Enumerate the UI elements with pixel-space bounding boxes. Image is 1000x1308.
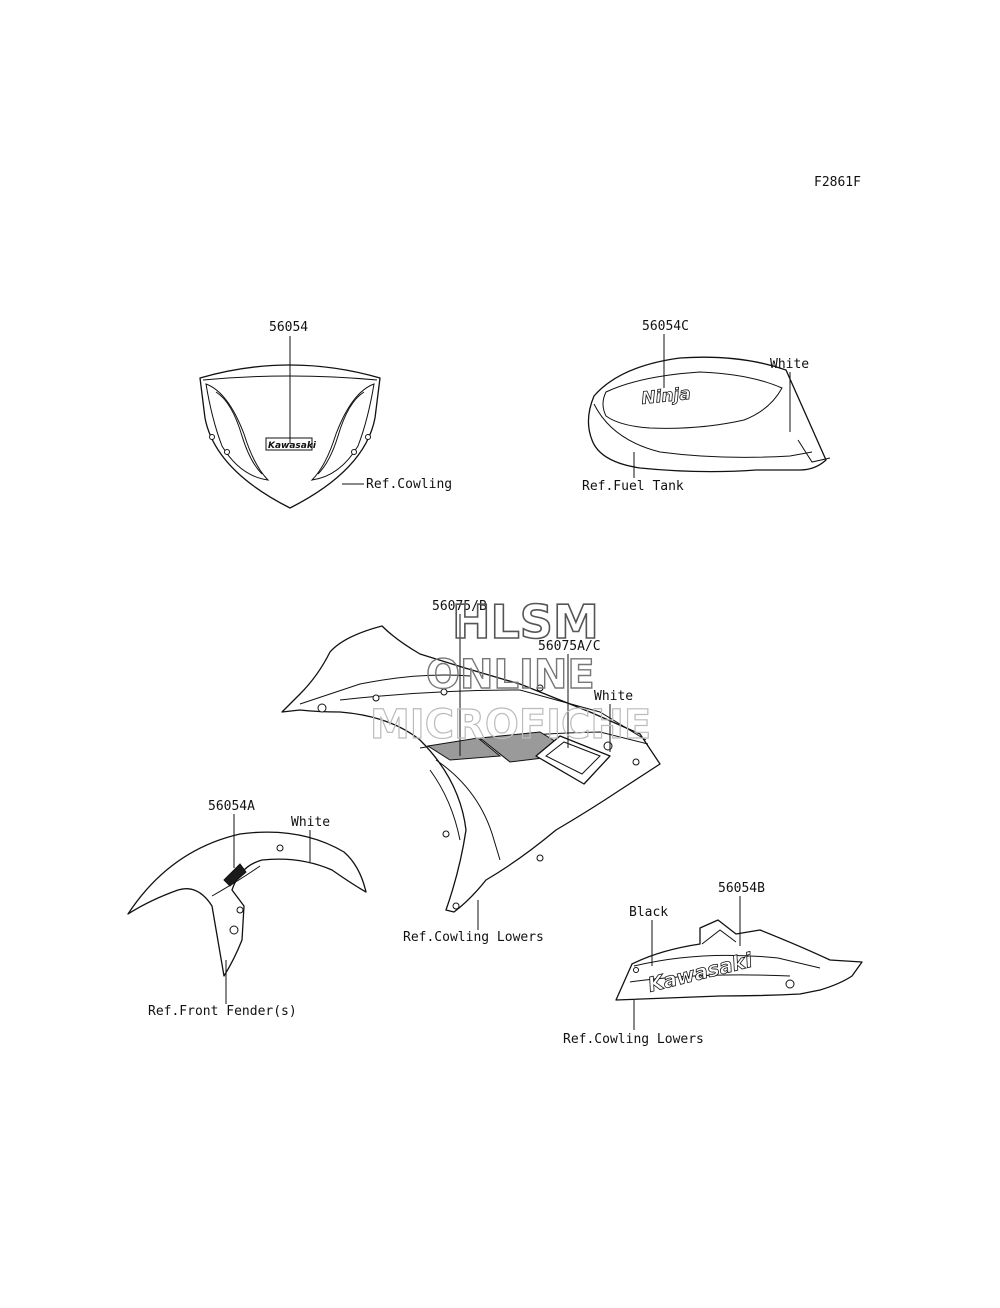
watermark-line-3: MICROFICHE xyxy=(370,702,651,748)
figure-code: F2861F xyxy=(814,175,861,190)
cowl-ref-label: Ref.Cowling Lowers xyxy=(403,930,544,945)
lower-cowling-illustration: Kawasaki xyxy=(615,919,863,1001)
tank-part-number: 56054C xyxy=(642,319,689,334)
windshield-logo-text: Kawasaki xyxy=(268,441,317,451)
cowl-part-number-ac: 56075A/C xyxy=(538,639,601,654)
cowl-color-label: White xyxy=(594,689,633,704)
fender-part-number: 56054A xyxy=(208,799,255,814)
front-fender-illustration xyxy=(127,831,367,977)
lower-color-label: Black xyxy=(629,905,668,920)
side-cowling-illustration xyxy=(281,625,661,913)
tank-color-label: White xyxy=(770,357,809,372)
watermark: HLSM ONLINE MICROFICHE xyxy=(369,594,651,748)
fender-color-label: White xyxy=(291,815,330,830)
tank-ninja-logo: Ninja xyxy=(640,384,691,409)
lower-ref-label: Ref.Cowling Lowers xyxy=(563,1032,704,1047)
lower-part-number: 56054B xyxy=(718,881,765,896)
windshield-part-number: 56054 xyxy=(269,320,308,335)
watermark-line-1: HLSM xyxy=(452,595,599,649)
cowl-part-number-b: 56075/B xyxy=(432,599,487,614)
windshield-ref-label: Ref.Cowling xyxy=(366,477,452,492)
fender-ref-label: Ref.Front Fender(s) xyxy=(148,1004,297,1019)
tank-ref-label: Ref.Fuel Tank xyxy=(582,479,684,494)
watermark-line-2: ONLINE xyxy=(426,652,595,698)
fuel-tank-illustration: Ninja xyxy=(587,356,831,473)
